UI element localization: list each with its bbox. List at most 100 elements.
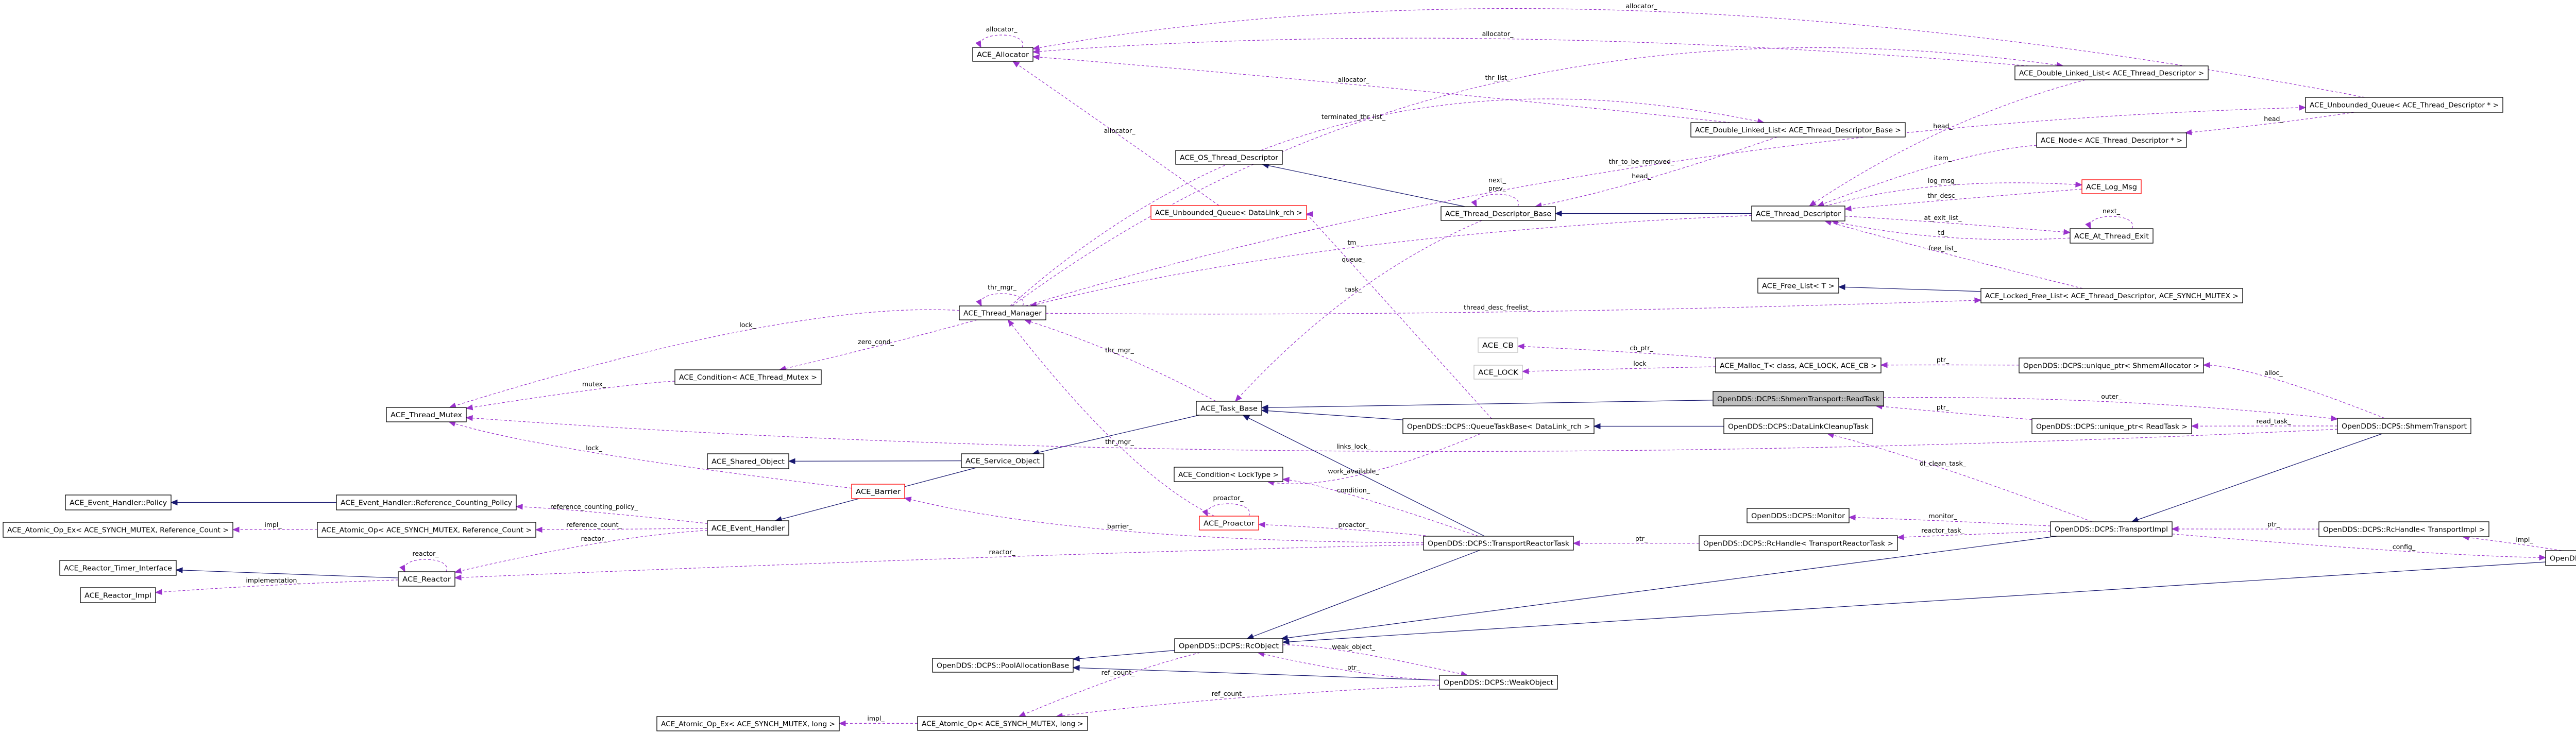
class-node-trt[interactable]: OpenDDS::DCPS::TransportReactorTask [1423, 536, 1574, 551]
class-node-dlct[interactable]: OpenDDS::DCPS::DataLinkCleanupTask [1723, 418, 1873, 434]
class-box[interactable] [1713, 391, 1884, 406]
class-box[interactable] [1440, 206, 1556, 221]
class-node-node[interactable]: ACE_Node< ACE_Thread_Descriptor * > [2036, 132, 2187, 148]
class-node-rimpl[interactable]: ACE_Reactor_Impl [80, 587, 156, 603]
class-node-pro[interactable]: ACE_Proactor [1199, 516, 1259, 531]
class-box[interactable] [2031, 418, 2192, 434]
class-node-alloc[interactable]: ACE_Allocator [972, 47, 1033, 62]
class-node-td[interactable]: ACE_Thread_Descriptor [1751, 206, 1845, 221]
class-node-pol[interactable]: ACE_Event_Handler::Policy [65, 494, 172, 510]
class-node-task[interactable]: ACE_Task_Base [1196, 401, 1262, 416]
class-node-rhtrt[interactable]: OpenDDS::DCPS::RcHandle< TransportReacto… [1699, 535, 1898, 551]
class-node-condlt[interactable]: ACE_Condition< LockType > [1174, 467, 1283, 482]
class-node-aolong[interactable]: ACE_Atomic_Op< ACE_SYNCH_MUTEX, long > [917, 716, 1088, 731]
class-node-ate[interactable]: ACE_At_Thread_Exit [2070, 228, 2154, 244]
class-box[interactable] [1747, 508, 1850, 523]
class-node-cb[interactable]: ACE_CB [1478, 337, 1518, 353]
class-node-mon[interactable]: OpenDDS::DCPS::Monitor [1747, 508, 1850, 523]
class-box[interactable] [961, 453, 1044, 468]
class-box[interactable] [1751, 206, 1845, 221]
class-node-rcp[interactable]: ACE_Event_Handler::Reference_Counting_Po… [336, 494, 517, 510]
class-box[interactable] [2081, 179, 2142, 194]
class-box[interactable] [1473, 365, 1523, 380]
class-box[interactable] [1723, 418, 1873, 434]
class-node-mutex[interactable]: ACE_Thread_Mutex [386, 407, 467, 422]
class-box[interactable] [1980, 288, 2243, 303]
class-box[interactable] [1690, 122, 1906, 138]
class-node-aoexrc[interactable]: ACE_Atomic_Op_Ex< ACE_SYNCH_MUTEX, Refer… [3, 522, 233, 538]
class-box[interactable] [65, 494, 172, 510]
class-box[interactable] [1174, 638, 1283, 653]
class-box[interactable] [959, 305, 1046, 320]
class-node-ostd[interactable]: ACE_OS_Thread_Descriptor [1175, 150, 1283, 165]
class-box[interactable] [317, 522, 536, 538]
class-node-aorc[interactable]: ACE_Atomic_Op< ACE_SYNCH_MUTEX, Referenc… [317, 522, 536, 538]
class-node-rhti[interactable]: OpenDDS::DCPS::RcHandle< TransportImpl > [2318, 521, 2489, 537]
class-box[interactable] [1402, 418, 1595, 434]
class-box[interactable] [2014, 65, 2209, 80]
class-node-pab[interactable]: OpenDDS::DCPS::PoolAllocationBase [932, 658, 1074, 673]
class-box[interactable] [932, 658, 1074, 673]
class-node-ti[interactable]: OpenDDS::DCPS::TransportImpl [2050, 521, 2173, 537]
class-node-upsa[interactable]: OpenDDS::DCPS::unique_ptr< ShmemAllocato… [2019, 357, 2204, 373]
class-box[interactable] [398, 571, 455, 587]
class-node-dlltd[interactable]: ACE_Double_Linked_List< ACE_Thread_Descr… [2014, 65, 2209, 80]
class-box[interactable] [2050, 521, 2173, 537]
class-node-malloc[interactable]: ACE_Malloc_T< class, ACE_LOCK, ACE_CB > [1715, 357, 1882, 373]
class-node-uqtd[interactable]: ACE_Unbounded_Queue< ACE_Thread_Descript… [2305, 97, 2503, 113]
class-box[interactable] [1423, 536, 1574, 551]
class-box[interactable] [2036, 132, 2187, 148]
class-box[interactable] [917, 716, 1088, 731]
class-box[interactable] [1757, 278, 1839, 294]
class-node-condtm[interactable]: ACE_Condition< ACE_Thread_Mutex > [674, 369, 822, 385]
class-box[interactable] [1478, 337, 1518, 353]
class-node-rt[interactable]: OpenDDS::DCPS::ShmemTransport::ReadTask [1713, 391, 1884, 406]
class-box[interactable] [2019, 357, 2204, 373]
class-box[interactable] [3, 522, 233, 538]
class-box[interactable] [851, 484, 905, 499]
class-node-tm[interactable]: ACE_Thread_Manager [959, 305, 1046, 320]
class-box[interactable] [386, 407, 467, 422]
class-box[interactable] [1439, 675, 1558, 690]
class-box[interactable] [1715, 357, 1882, 373]
class-box[interactable] [1150, 205, 1307, 220]
class-box[interactable] [2318, 521, 2489, 537]
class-node-rco[interactable]: OpenDDS::DCPS::RcObject [1174, 638, 1283, 653]
class-node-aoexlong[interactable]: ACE_Atomic_Op_Ex< ACE_SYNCH_MUTEX, long … [656, 716, 840, 731]
class-node-uqdl[interactable]: ACE_Unbounded_Queue< DataLink_rch > [1150, 205, 1307, 220]
class-node-qtb[interactable]: OpenDDS::DCPS::QueueTaskBase< DataLink_r… [1402, 418, 1595, 434]
class-node-so[interactable]: ACE_Service_Object [961, 453, 1044, 468]
class-node-shobj[interactable]: ACE_Shared_Object [707, 453, 789, 469]
class-node-fl[interactable]: ACE_Free_List< T > [1757, 278, 1839, 294]
class-node-tinst[interactable]: OpenDDS::DCPS::TransportInst [2545, 550, 2576, 566]
class-box[interactable] [59, 560, 177, 576]
class-box[interactable] [707, 520, 789, 536]
class-node-weak[interactable]: OpenDDS::DCPS::WeakObject [1439, 675, 1558, 690]
class-box[interactable] [1174, 467, 1283, 482]
class-box[interactable] [1699, 535, 1898, 551]
class-box[interactable] [2545, 550, 2576, 566]
class-node-eh[interactable]: ACE_Event_Handler [707, 520, 789, 536]
class-node-uprt[interactable]: OpenDDS::DCPS::unique_ptr< ReadTask > [2031, 418, 2192, 434]
class-node-dlltdb[interactable]: ACE_Double_Linked_List< ACE_Thread_Descr… [1690, 122, 1906, 138]
class-node-lock[interactable]: ACE_LOCK [1473, 365, 1523, 380]
class-box[interactable] [972, 47, 1033, 62]
class-box[interactable] [2305, 97, 2503, 113]
class-box[interactable] [707, 453, 789, 469]
class-box[interactable] [674, 369, 822, 385]
class-node-tdb[interactable]: ACE_Thread_Descriptor_Base [1440, 206, 1556, 221]
class-box[interactable] [2070, 228, 2154, 244]
class-node-st[interactable]: OpenDDS::DCPS::ShmemTransport [2337, 418, 2471, 434]
class-box[interactable] [2337, 418, 2471, 434]
class-box[interactable] [1199, 516, 1259, 531]
class-node-logmsg[interactable]: ACE_Log_Msg [2081, 179, 2142, 194]
class-box[interactable] [1196, 401, 1262, 416]
class-box[interactable] [336, 494, 517, 510]
class-box[interactable] [1175, 150, 1283, 165]
class-node-reactor[interactable]: ACE_Reactor [398, 571, 455, 587]
class-box[interactable] [656, 716, 840, 731]
class-box[interactable] [80, 587, 156, 603]
class-node-bar[interactable]: ACE_Barrier [851, 484, 905, 499]
class-node-lfl[interactable]: ACE_Locked_Free_List< ACE_Thread_Descrip… [1980, 288, 2243, 303]
class-node-rti[interactable]: ACE_Reactor_Timer_Interface [59, 560, 177, 576]
